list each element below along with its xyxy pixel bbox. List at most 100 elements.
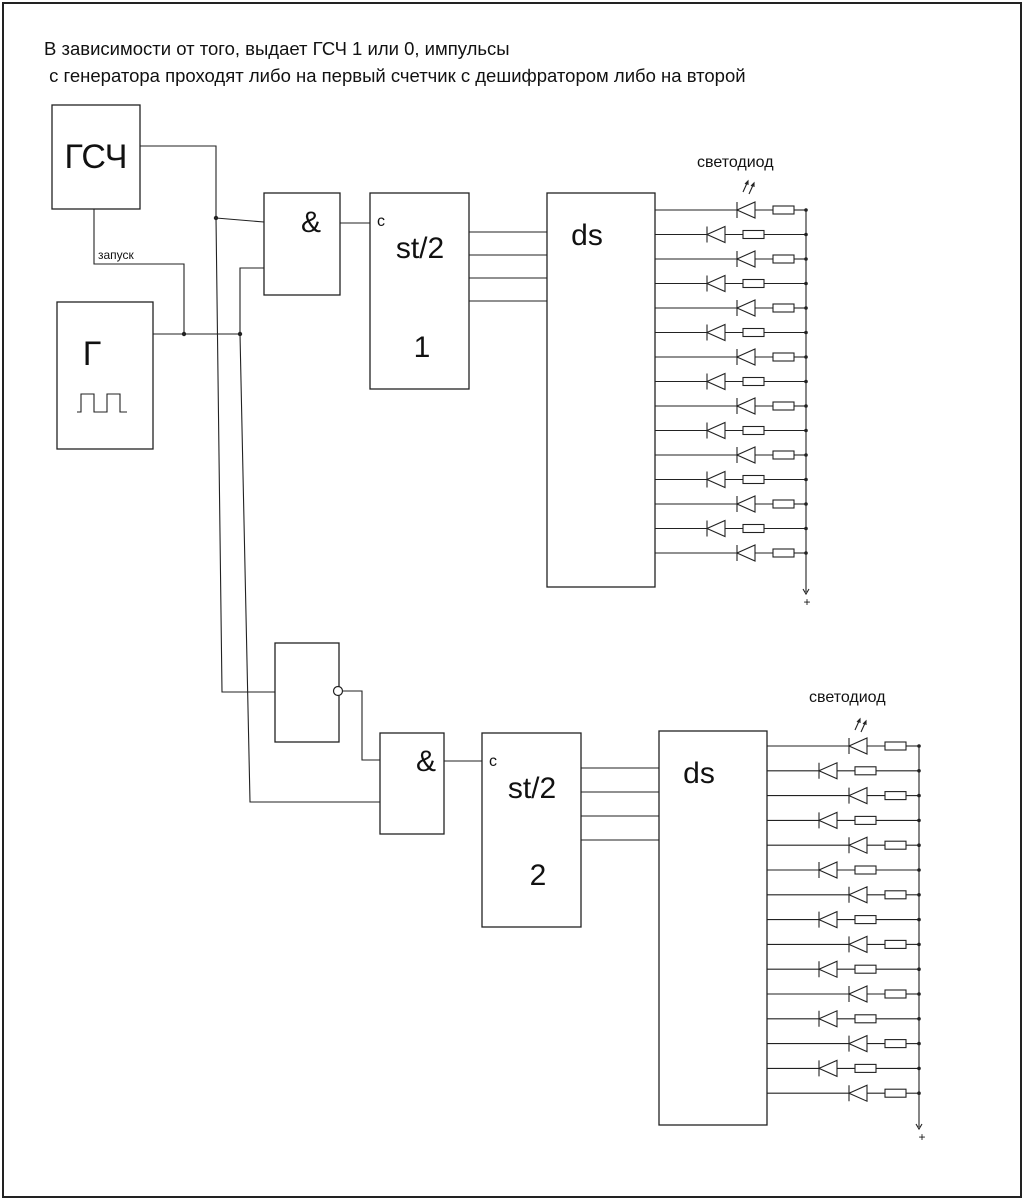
- led-row: [767, 761, 921, 780]
- led-diode-icon: [705, 519, 726, 538]
- led-diode-icon: [705, 372, 726, 391]
- resistor-icon: [854, 865, 877, 875]
- led-row: [655, 299, 808, 317]
- led-row: [655, 348, 808, 366]
- led-row: [655, 250, 808, 268]
- and-gate-1-label: &: [301, 206, 321, 239]
- led-diode-icon: [847, 737, 868, 755]
- resistor-icon: [854, 964, 877, 974]
- wire-rng-output: [140, 145, 217, 218]
- resistor-icon: [884, 741, 907, 751]
- resistor-icon: [772, 352, 795, 362]
- resistor-icon: [884, 890, 907, 900]
- led-diode-icon: [847, 1034, 868, 1053]
- generator-block: Г: [56, 301, 154, 450]
- light-arrows-2: [854, 717, 867, 733]
- plus-sign-1: +: [803, 595, 810, 609]
- led-diode-icon: [847, 836, 868, 855]
- led-diode-icon: [705, 470, 726, 489]
- resistor-icon: [854, 815, 877, 825]
- led-diode-icon: [817, 861, 838, 879]
- resistor-icon: [772, 548, 795, 558]
- led-row: [767, 960, 921, 979]
- led-row: [655, 421, 808, 440]
- led-row: [655, 470, 808, 489]
- led-row: [767, 935, 921, 954]
- led-diode-icon: [817, 811, 838, 830]
- resistor-icon: [854, 1063, 877, 1073]
- resistor-icon: [772, 450, 795, 460]
- led-row: [767, 985, 921, 1003]
- wire-rng-to-and1: [215, 217, 265, 223]
- led-diode-icon: [735, 397, 756, 415]
- led-row: [767, 1009, 921, 1028]
- led-row: [655, 495, 808, 513]
- rng-label: ГСЧ: [65, 138, 128, 176]
- led-diode-icon: [705, 274, 726, 293]
- led-row: [767, 786, 921, 805]
- led-diode-icon: [817, 1009, 838, 1028]
- led-diode-icon: [705, 421, 726, 440]
- led-row: [767, 885, 921, 904]
- rng-block: ГСЧ: [51, 104, 141, 210]
- decoder-1-label: ds: [571, 219, 603, 252]
- and-gate-1: &: [263, 192, 341, 296]
- led-row: [655, 397, 808, 415]
- led-row: [767, 1034, 921, 1053]
- square-wave-icon: [77, 393, 127, 413]
- decoder-1: ds: [546, 192, 656, 588]
- led-diode-icon: [705, 323, 726, 342]
- counter-1: c st/2 1: [369, 192, 470, 390]
- led-diode-icon: [847, 786, 868, 805]
- resistor-icon: [884, 939, 907, 949]
- led-diode-icon: [735, 446, 756, 464]
- led-diode-icon: [735, 250, 756, 268]
- resistor-icon: [772, 401, 795, 411]
- led-row: [655, 225, 808, 244]
- led-diode-icon: [735, 299, 756, 317]
- generator-label: Г: [83, 335, 101, 373]
- led-label-1: светодиод: [697, 154, 774, 171]
- resistor-icon: [884, 840, 907, 850]
- resistor-icon: [884, 989, 907, 999]
- resistor-icon: [742, 327, 765, 338]
- resistor-icon: [742, 523, 765, 534]
- counter-2-number: 2: [530, 859, 547, 892]
- led-diode-icon: [847, 985, 868, 1003]
- led-diode-icon: [817, 761, 838, 780]
- resistor-icon: [772, 303, 795, 313]
- led-diode-icon: [847, 885, 868, 904]
- led-row: [655, 446, 808, 464]
- led-array-1: [655, 201, 810, 596]
- junction-start: [181, 331, 187, 337]
- led-array-2: [767, 737, 923, 1131]
- wire-generator-to-and2: [239, 333, 380, 803]
- led-diode-icon: [735, 544, 756, 562]
- start-label: запуск: [98, 248, 135, 262]
- resistor-icon: [772, 499, 795, 509]
- decoder-2: ds: [658, 730, 768, 1126]
- resistor-icon: [742, 229, 765, 240]
- inverter-bubble: [332, 685, 344, 697]
- counter-2-type-label: st/2: [508, 772, 556, 805]
- led-row: [655, 201, 808, 219]
- resistor-icon: [742, 425, 765, 436]
- led-row: [655, 372, 808, 391]
- led-diode-icon: [817, 910, 838, 929]
- caption-line-1: В зависимости от того, выдает ГСЧ 1 или …: [44, 38, 510, 59]
- resistor-icon: [884, 1039, 907, 1049]
- counter-1-clock-label: c: [377, 213, 385, 230]
- led-row: [655, 544, 808, 562]
- resistor-icon: [884, 1088, 907, 1098]
- led-diode-icon: [817, 1059, 838, 1078]
- counter-2: c st/2 2: [481, 732, 582, 928]
- counter-2-output-bus: [581, 767, 659, 841]
- wire-start: [93, 209, 185, 334]
- led-row: [767, 1059, 921, 1078]
- led-row: [767, 836, 921, 855]
- led-row: [767, 1084, 921, 1103]
- led-row: [655, 323, 808, 342]
- inverter-gate: [274, 642, 344, 743]
